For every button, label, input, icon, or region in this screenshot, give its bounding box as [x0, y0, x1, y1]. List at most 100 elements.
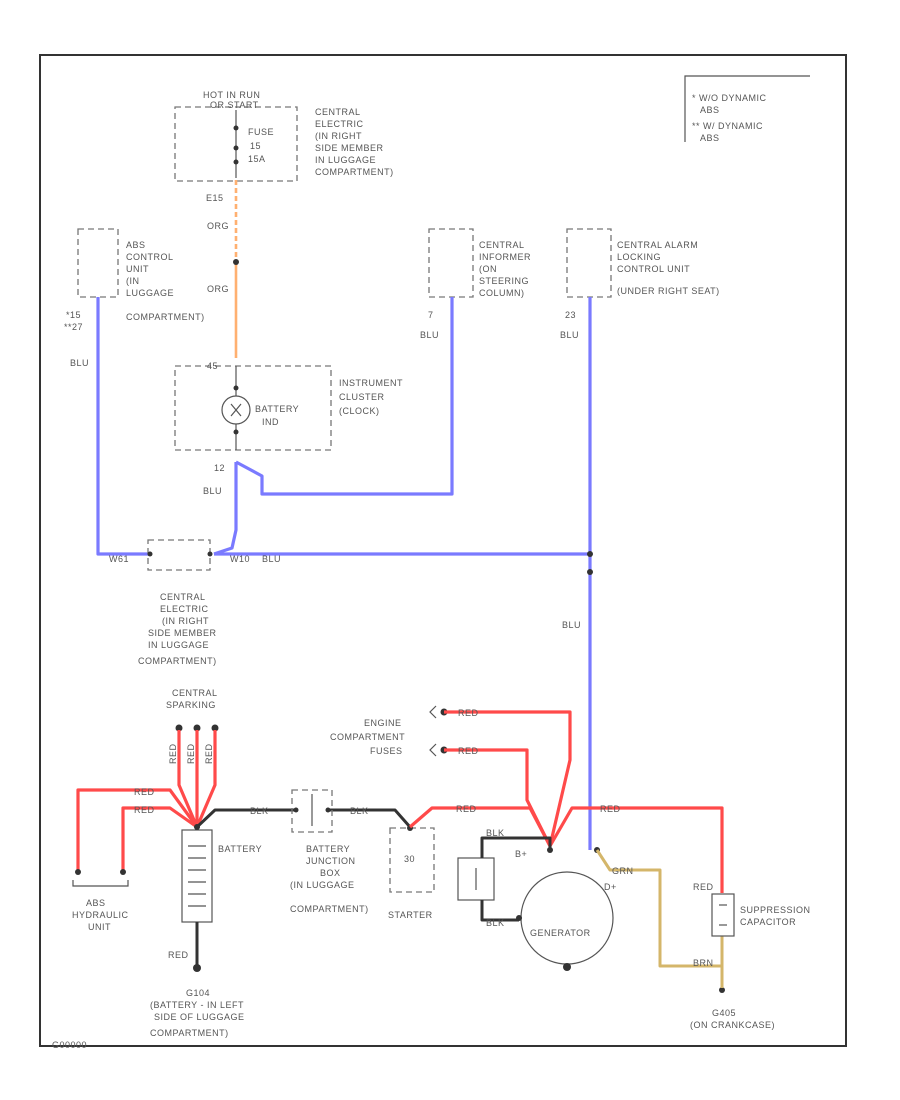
svg-text:(CLOCK): (CLOCK) — [339, 406, 380, 416]
svg-text:RED: RED — [458, 708, 479, 718]
svg-text:BLU: BLU — [560, 330, 579, 340]
generator: GENERATOR B+ D+ BLK BLK — [457, 828, 617, 971]
svg-text:INFORMER: INFORMER — [479, 252, 531, 262]
svg-text:ABS: ABS — [700, 133, 720, 143]
svg-text:SIDE MEMBER: SIDE MEMBER — [315, 143, 384, 153]
svg-text:W61: W61 — [109, 554, 129, 564]
red-generator-wires: RED RED RED — [408, 804, 724, 893]
svg-text:IN LUGGAGE: IN LUGGAGE — [148, 640, 209, 650]
svg-text:(BATTERY - IN LEFT: (BATTERY - IN LEFT — [150, 1000, 244, 1010]
svg-text:CENTRAL: CENTRAL — [172, 688, 218, 698]
svg-text:CLUSTER: CLUSTER — [339, 392, 385, 402]
svg-text:CAPACITOR: CAPACITOR — [740, 917, 796, 927]
svg-text:SUPPRESSION: SUPPRESSION — [740, 905, 811, 915]
svg-text:BLK: BLK — [486, 918, 505, 928]
svg-text:HOT IN RUN: HOT IN RUN — [203, 90, 260, 100]
svg-text:SIDE MEMBER: SIDE MEMBER — [148, 628, 217, 638]
svg-text:HYDRAULIC: HYDRAULIC — [72, 910, 129, 920]
svg-text:RED: RED — [168, 950, 189, 960]
svg-text:* W/O DYNAMIC: * W/O DYNAMIC — [692, 93, 767, 103]
svg-text:RED: RED — [456, 804, 477, 814]
svg-text:COLUMN): COLUMN) — [479, 288, 525, 298]
svg-text:UNIT: UNIT — [88, 922, 111, 932]
footer-code: G00000 — [52, 1040, 87, 1050]
svg-text:(IN RIGHT: (IN RIGHT — [162, 616, 209, 626]
svg-text:ELECTRIC: ELECTRIC — [160, 604, 209, 614]
svg-text:JUNCTION: JUNCTION — [306, 856, 356, 866]
svg-text:ABS: ABS — [86, 898, 106, 908]
svg-text:BLK: BLK — [250, 806, 269, 816]
svg-text:(ON: (ON — [479, 264, 497, 274]
svg-text:COMPARTMENT): COMPARTMENT) — [138, 656, 217, 666]
svg-text:CENTRAL: CENTRAL — [479, 240, 525, 250]
svg-text:GENERATOR: GENERATOR — [530, 928, 591, 938]
svg-text:ELECTRIC: ELECTRIC — [315, 119, 364, 129]
svg-text:CENTRAL ALARM: CENTRAL ALARM — [617, 240, 698, 250]
central-electric-connector: CENTRAL ELECTRIC (IN RIGHT SIDE MEMBER I… — [138, 539, 217, 666]
svg-text:CONTROL: CONTROL — [126, 252, 174, 262]
svg-text:(IN: (IN — [126, 276, 140, 286]
central-informer: CENTRAL INFORMER (ON STEERING COLUMN) 7 … — [420, 228, 531, 340]
svg-text:BATTERY: BATTERY — [255, 404, 299, 414]
svg-text:ORG: ORG — [207, 284, 229, 294]
svg-text:COMPARTMENT): COMPARTMENT) — [315, 167, 394, 177]
svg-text:COMPARTMENT): COMPARTMENT) — [150, 1028, 229, 1038]
svg-text:(IN RIGHT: (IN RIGHT — [315, 131, 362, 141]
svg-text:COMPARTMENT): COMPARTMENT) — [126, 312, 205, 322]
suppression-capacitor: SUPPRESSION CAPACITOR G405 (ON CRANKCASE… — [690, 893, 811, 1030]
svg-text:ENGINE: ENGINE — [364, 718, 402, 728]
svg-text:BLU: BLU — [562, 620, 581, 630]
battery-junction-box: BATTERY JUNCTION BOX (IN LUGGAGE COMPART… — [290, 789, 369, 914]
svg-text:LOCKING: LOCKING — [617, 252, 661, 262]
svg-text:BLU: BLU — [70, 358, 89, 368]
svg-text:OR START: OR START — [210, 100, 259, 110]
svg-text:W10: W10 — [230, 554, 250, 564]
central-alarm-locking-unit: CENTRAL ALARM LOCKING CONTROL UNIT (UNDE… — [560, 228, 720, 340]
svg-text:RED: RED — [693, 882, 714, 892]
svg-text:RED: RED — [134, 787, 155, 797]
svg-text:(UNDER RIGHT SEAT): (UNDER RIGHT SEAT) — [617, 286, 720, 296]
svg-text:ORG: ORG — [207, 221, 229, 231]
svg-text:BRN: BRN — [693, 958, 714, 968]
svg-text:COMPARTMENT): COMPARTMENT) — [290, 904, 369, 914]
svg-text:BLK: BLK — [350, 806, 369, 816]
svg-text:IND: IND — [262, 417, 279, 427]
svg-text:BATTERY: BATTERY — [306, 844, 350, 854]
svg-text:CENTRAL: CENTRAL — [160, 592, 206, 602]
instrument-cluster: BATTERY IND 45 INSTRUMENT CLUSTER (CLOCK… — [174, 361, 403, 496]
blk-battery-wire: BLK BLK — [195, 806, 412, 829]
svg-text:ABS: ABS — [700, 105, 720, 115]
svg-text:BOX: BOX — [320, 868, 341, 878]
diagram-frame — [39, 54, 847, 1047]
central-electric-fuse-box: HOT IN RUN OR START FUSE 15 15A CENTRAL … — [174, 90, 394, 182]
svg-text:*15: *15 — [66, 310, 81, 320]
legend: * W/O DYNAMIC ABS ** W/ DYNAMIC ABS — [684, 75, 810, 143]
org-wire: E15 ORG ORG — [206, 180, 239, 358]
svg-text:STEERING: STEERING — [479, 276, 529, 286]
svg-text:BATTERY: BATTERY — [218, 844, 262, 854]
svg-text:RED: RED — [458, 746, 479, 756]
starter: 30 STARTER — [388, 825, 435, 920]
svg-text:7: 7 — [428, 310, 434, 320]
svg-text:SIDE OF LUGGAGE: SIDE OF LUGGAGE — [154, 1012, 245, 1022]
svg-text:12: 12 — [214, 463, 225, 473]
svg-text:RED: RED — [204, 743, 214, 764]
svg-text:BLK: BLK — [486, 828, 505, 838]
svg-text:CENTRAL: CENTRAL — [315, 107, 361, 117]
svg-text:RED: RED — [186, 743, 196, 764]
svg-text:(IN LUGGAGE: (IN LUGGAGE — [290, 880, 355, 890]
svg-text:FUSES: FUSES — [370, 746, 403, 756]
battery: BATTERY RED G104 (BATTERY - IN LEFT SIDE… — [150, 824, 262, 1038]
svg-text:BLU: BLU — [203, 486, 222, 496]
svg-text:UNIT: UNIT — [126, 264, 149, 274]
svg-text:FUSE: FUSE — [248, 127, 274, 137]
svg-text:D+: D+ — [604, 882, 617, 892]
abs-control-unit: ABS CONTROL UNIT (IN LUGGAGE COMPARTMENT… — [64, 228, 205, 368]
svg-text:G104: G104 — [186, 988, 210, 998]
svg-text:COMPARTMENT: COMPARTMENT — [330, 732, 405, 742]
svg-text:BLU: BLU — [420, 330, 439, 340]
svg-text:INSTRUMENT: INSTRUMENT — [339, 378, 403, 388]
svg-text:G405: G405 — [712, 1008, 736, 1018]
svg-text:ABS: ABS — [126, 240, 146, 250]
